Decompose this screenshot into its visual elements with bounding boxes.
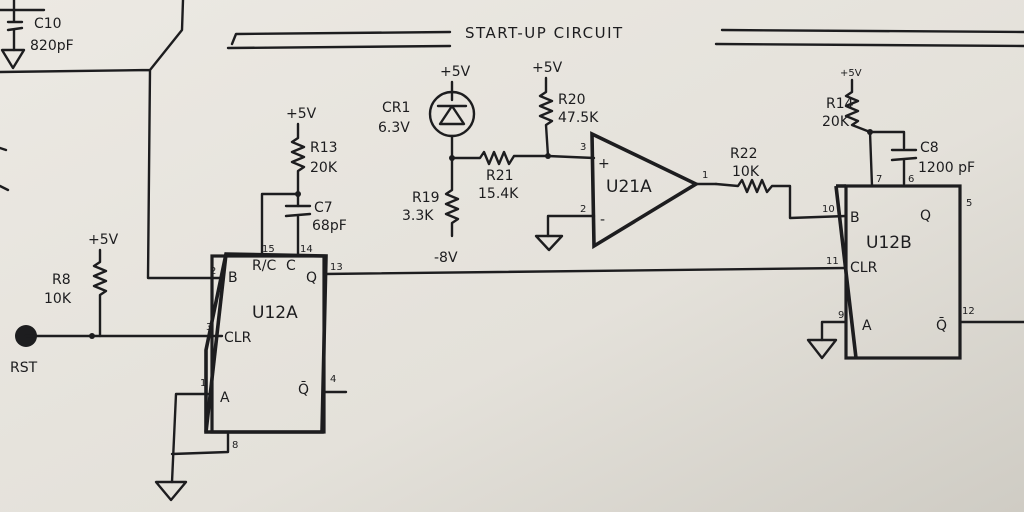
u12b-num-qbar: 12 [962,306,975,317]
u12a-ref: U12A [252,303,298,323]
u12b-pin-q: Q [920,208,931,224]
u12a-pin-qbar: Q̄ [298,380,309,398]
u21a-pin-out: 1 [702,170,708,181]
r19-value: 3.3K [402,208,434,224]
r13-ref: R13 [310,140,338,156]
r22-resistor: R22 10K [714,146,848,220]
u12b-pin-a: A [862,318,872,334]
u12a-pin-a: A [220,390,230,406]
r20-supply: +5V [532,60,563,76]
u12a-chip: U12A B R/C C Q CLR A Q̄ 2 3 1 15 14 13 4… [200,244,343,451]
r22-value: 10K [732,164,760,180]
u21a-ref: U21A [606,177,652,197]
u12a-pin-a-wire [170,392,210,484]
u12a-num-qbar: 4 [330,374,336,385]
r22-ref: R22 [730,146,758,162]
u12a-num-q: 13 [330,262,343,273]
c7-ref: C7 [314,200,333,216]
r19-supply: -8V [434,250,458,266]
r8-ref: R8 [52,272,71,288]
r20-ref: R20 [558,92,586,108]
u21a-pin-minus: 2 [580,204,586,215]
u12b-num-c: 6 [908,174,914,185]
u12b-num-rc: 7 [876,174,882,185]
r19-ref: R19 [412,190,440,206]
u12a-num-clr: 3 [206,322,212,333]
u12b-ref: U12B [866,233,912,253]
u12a-num-gnd: 8 [232,440,238,451]
r14-supply: +5V [840,68,862,79]
rst-label: RST [10,360,38,376]
title-text: START-UP CIRCUIT [465,24,624,42]
u12a-num-a: 1 [200,378,206,389]
u12a-num-rc: 15 [262,244,275,255]
r13-supply: +5V [286,106,317,122]
u12a-pin-b: B [228,270,238,286]
u12a-pin-c: C [286,258,296,274]
r8-resistor: +5V R8 10K [44,232,119,338]
u12b-pin-b: B [850,210,860,226]
c7-capacitor: C7 68pF [260,191,347,258]
r13-resistor: +5V R13 20K [286,106,338,208]
c10-value: 820pF [30,38,74,54]
u21a-minus: - [600,212,605,228]
u12b-num-q: 5 [966,198,972,209]
u21a-ground-icon [534,234,564,252]
r21-ref: R21 [486,168,514,184]
r19-resistor: R19 3.3K -8V [402,156,460,266]
r20-value: 47.5K [558,110,599,126]
u12b-num-b: 10 [822,204,835,215]
u12a-pin-rc: R/C [252,258,276,274]
u12b-a-wire [820,320,848,342]
u12b-pin-qbar: Q̄ [936,316,947,334]
c10-ref: C10 [34,16,62,32]
rst-terminal: RST [10,325,224,376]
bus-wire [0,0,224,280]
c8-ref: C8 [920,140,939,156]
r8-value: 10K [44,291,72,307]
u12b-ground-icon [806,338,838,360]
left-tick [0,146,10,192]
u12a-gnd-wire [170,432,230,456]
c8-capacitor: C8 1200 pF [867,129,975,186]
r14-resistor: +5V R14 20K [822,68,874,188]
c8-value: 1200 pF [918,160,975,176]
title-block: START-UP CIRCUIT [226,24,1024,50]
u12a-pin-clr: CLR [224,330,252,346]
c10-capacitor: C10 820pF [0,0,74,70]
r20-resistor: +5V R20 47.5K [532,60,599,158]
cr1-zener: +5V CR1 6.3V [378,64,476,160]
u21a-opamp: U21A + - 3 2 1 [534,131,718,252]
r13-value: 20K [310,160,338,176]
u12a-ground-icon [154,480,188,502]
r8-supply: +5V [88,232,119,248]
cr1-ref: CR1 [382,100,410,116]
cr1-supply: +5V [440,64,471,80]
u12b-num-a: 9 [838,310,844,321]
q-to-clr-wire [322,266,848,276]
u12a-num-b: 2 [210,266,216,277]
u21a-pin-plus: 3 [580,142,586,153]
u12b-chip: U12B B CLR A Q Q̄ 10 11 9 5 12 7 6 [822,174,975,360]
u12b-pin-clr: CLR [850,260,878,276]
u12a-pin-q: Q [306,270,317,286]
u21a-plus: + [598,156,610,172]
cr1-value: 6.3V [378,120,410,136]
r21-resistor: R21 15.4K [450,150,550,202]
r14-ref: R14 [826,96,854,112]
u12b-num-clr: 11 [826,256,839,267]
u12a-num-c: 14 [300,244,313,255]
c7-value: 68pF [312,218,347,234]
r14-value: 20K [822,114,850,130]
r21-value: 15.4K [478,186,519,202]
